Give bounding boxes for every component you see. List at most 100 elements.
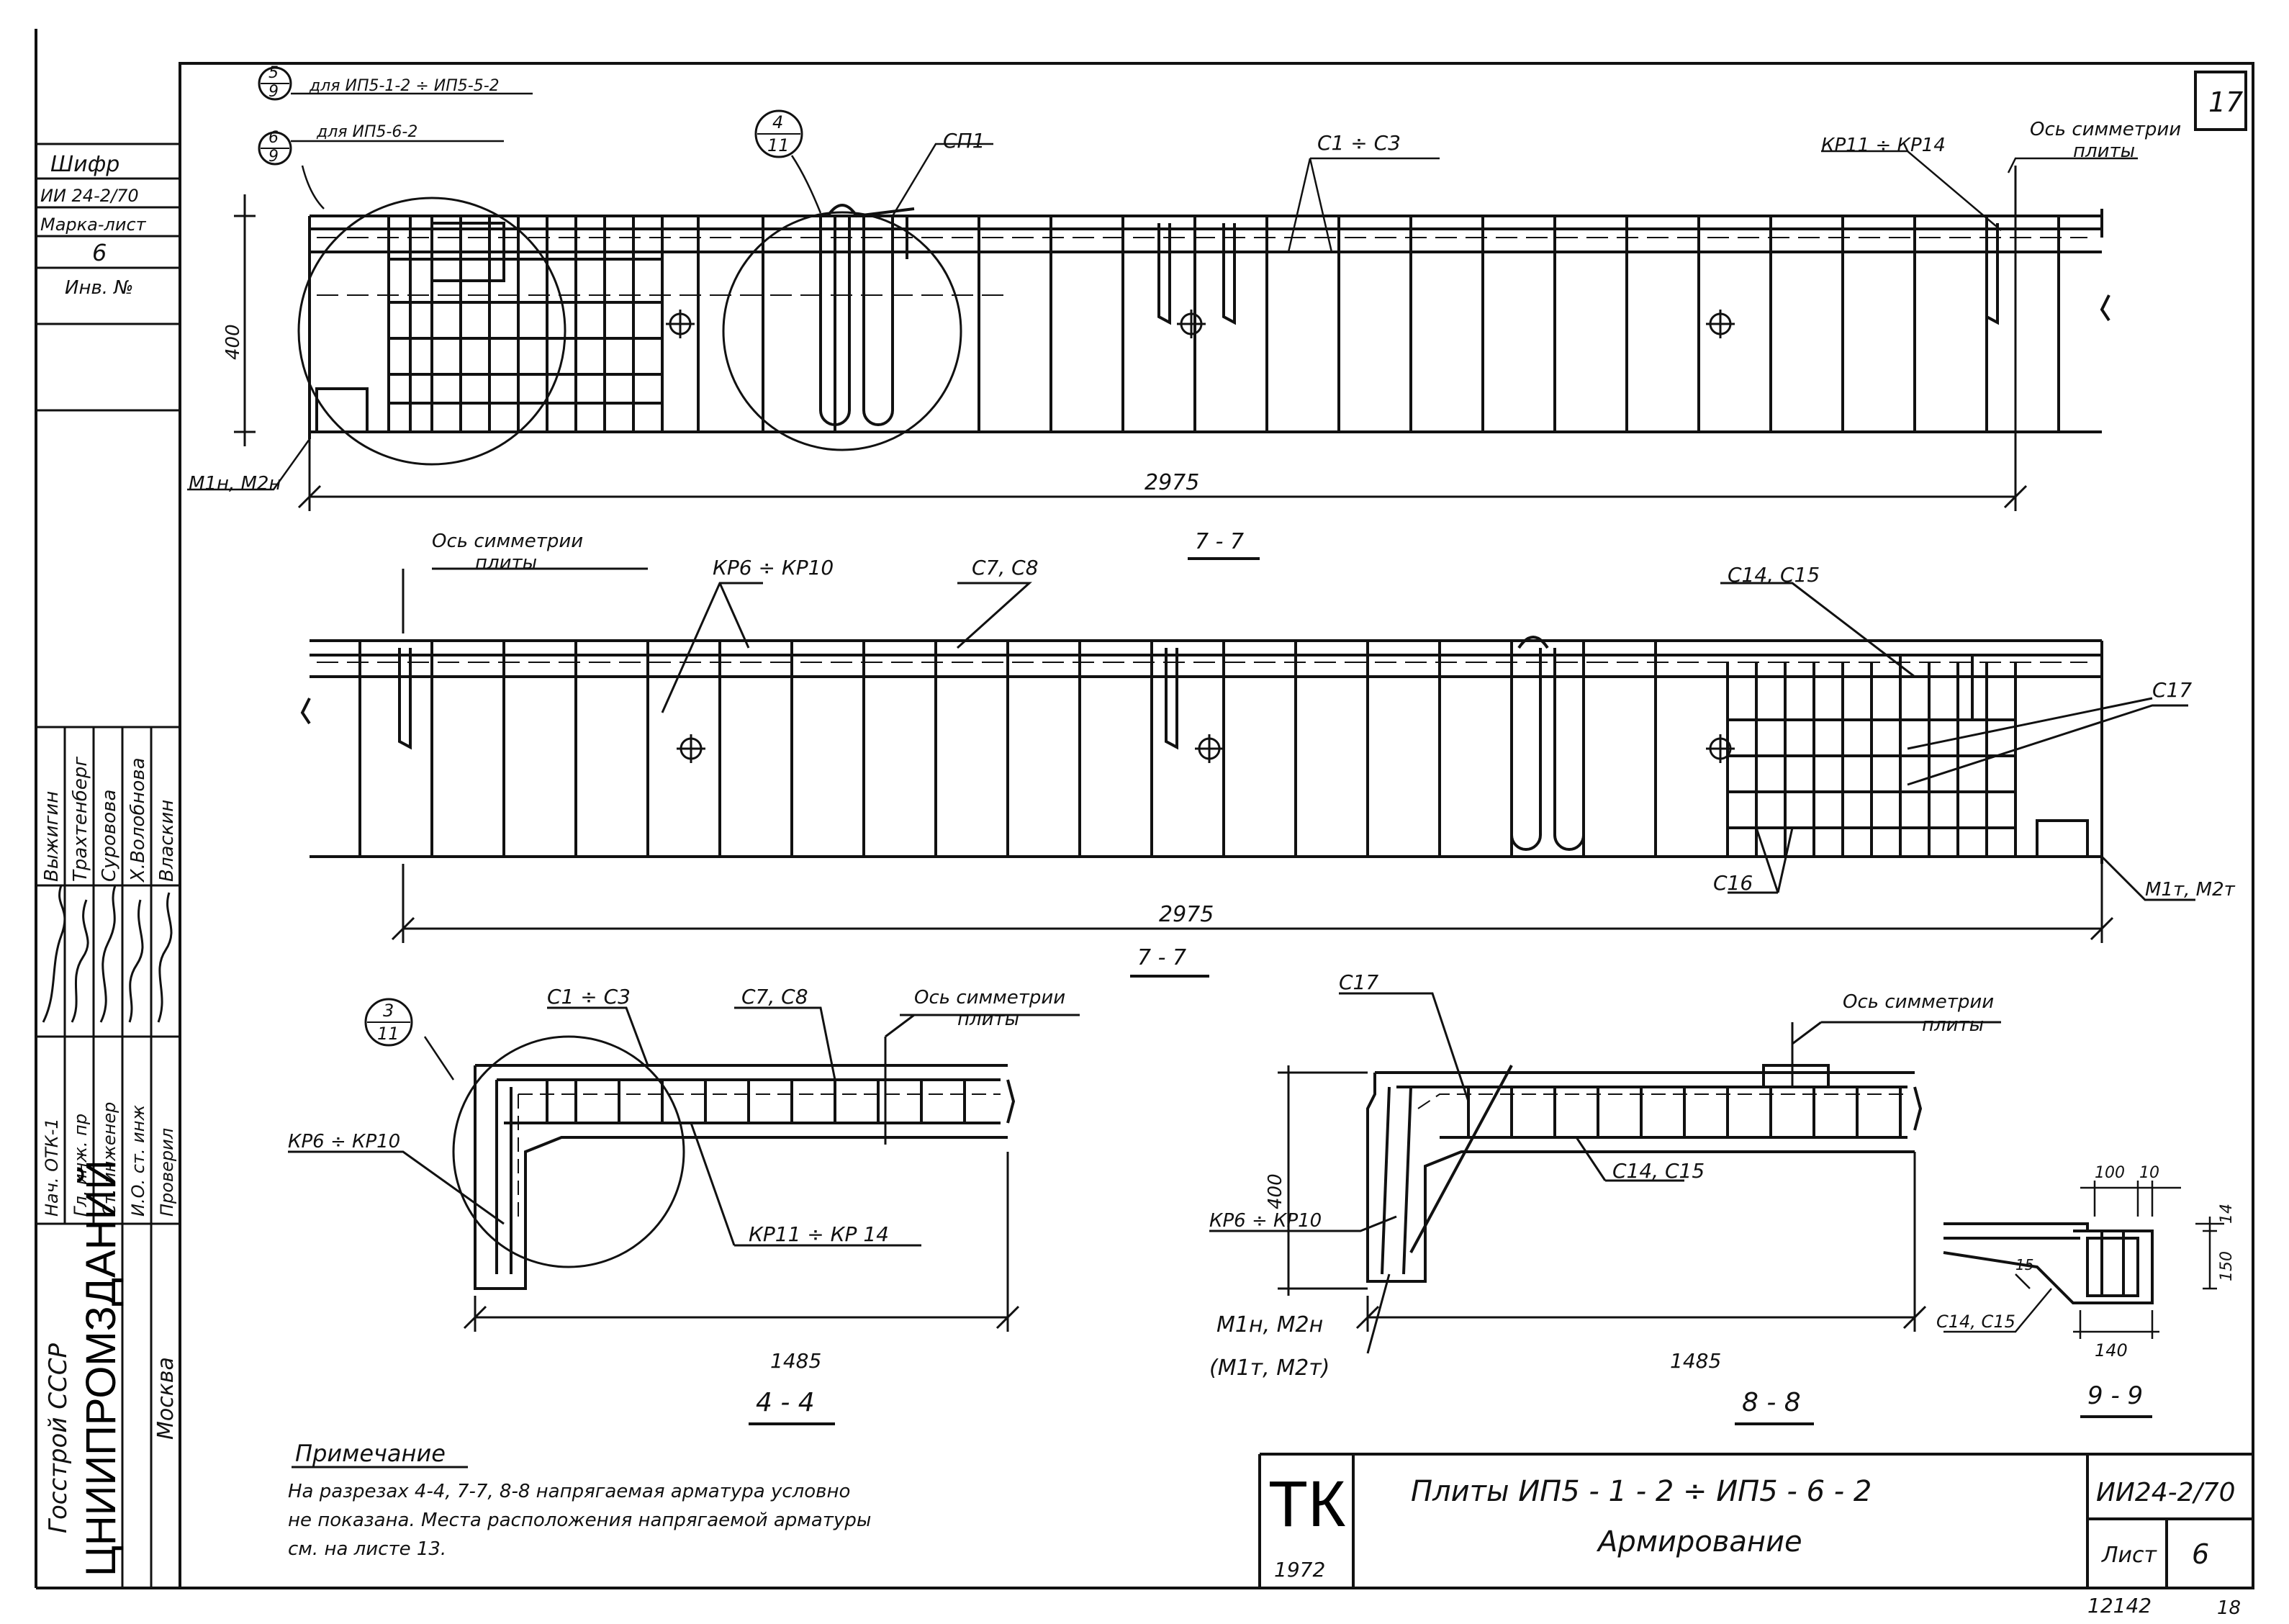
- s44-axis-label-1: Ось симметрии: [914, 987, 1065, 1009]
- s99-dim-14: 14: [2218, 1204, 2236, 1224]
- s88-kr6-label: КР6 ÷ КР10: [1209, 1210, 1322, 1232]
- footer-number: 12142: [2087, 1594, 2152, 1618]
- signature-names: Выжигин Трахтенберг Суровова Х.Волобнова…: [41, 757, 178, 883]
- callout-5-sheet: 9: [268, 83, 279, 101]
- s44-axis-label-2: плиты: [957, 1009, 1019, 1030]
- callout-5: 5 9 для ИП5-1-2 ÷ ИП5-5-2: [258, 64, 533, 101]
- marka-label: Марка-лист: [40, 215, 147, 235]
- top-c1c3-label: С1 ÷ С3: [1317, 131, 1401, 155]
- s99-dim-100: 100: [2095, 1164, 2125, 1182]
- title-block: [1258, 1453, 2253, 1588]
- top-view: 400 2975 М1н, М2н СП1 С1 ÷ С3 КР11 ÷ КР1…: [187, 119, 2181, 511]
- middle-view: 7 - 7: [300, 529, 2236, 978]
- s44-kr6-label: КР6 ÷ КР10: [288, 1131, 400, 1152]
- top-kr11-label: КР11 ÷ КР14: [1821, 135, 1946, 156]
- drawing-subtitle: Армирование: [1596, 1525, 1802, 1558]
- detail-circle-4: [722, 211, 962, 451]
- callout-5-text: для ИП5-1-2 ÷ ИП5-5-2: [309, 77, 500, 95]
- s88-title: 8 - 8: [1742, 1388, 1801, 1417]
- note-line-1: На разрезах 4-4, 7-7, 8-8 напрягаемая ар…: [288, 1481, 850, 1502]
- detail-circle-5: [297, 197, 566, 466]
- callout-5-num: 5: [268, 64, 279, 82]
- callout-6: 6 9 для ИП5-6-2: [258, 123, 504, 209]
- left-stamp: [36, 143, 180, 1588]
- s88-c14-label: С14, С15: [1612, 1159, 1705, 1183]
- top-height-dim: 400: [222, 324, 244, 360]
- org-name: ЦНИИПРОМЗДАНИЙ: [78, 1160, 125, 1576]
- s99-dim-150: 150: [2218, 1251, 2236, 1281]
- callout-4: 4 11: [754, 109, 822, 214]
- middle-holes: [677, 734, 1735, 763]
- org-city: Москва: [153, 1357, 179, 1440]
- name-1: Выжигин: [41, 791, 63, 882]
- note-heading: Примечание: [295, 1440, 446, 1467]
- name-3: Суровова: [99, 790, 120, 882]
- middle-stirrups: [358, 636, 2089, 858]
- section-4-4: 3 11 С1 ÷ С3 С7, С8 Ось симметрии плиты …: [288, 985, 1080, 1425]
- s44-c7c8-label: С7, С8: [741, 985, 808, 1009]
- middle-kr6-label: КР6 ÷ КР10: [713, 556, 834, 579]
- role-5: Проверил: [157, 1128, 177, 1217]
- callout-3-num: 3: [383, 1001, 394, 1021]
- shifr-value: ИИ 24-2/70: [40, 186, 139, 206]
- name-5: Власкин: [156, 800, 178, 882]
- name-2: Трахтенберг: [70, 757, 91, 882]
- s88-height-dim: 400: [1265, 1173, 1286, 1209]
- s99-c14-label: С14, С15: [1936, 1312, 2015, 1332]
- s88-axis-label-1: Ось симметрии: [1843, 991, 1994, 1013]
- handwritten-signatures: [42, 885, 173, 1023]
- note-line-3: см. на листе 13.: [288, 1538, 446, 1560]
- tk-year: 1972: [1274, 1558, 1325, 1582]
- s44-title: 4 - 4: [756, 1388, 815, 1417]
- role-2: Гл. инж. пр: [71, 1114, 91, 1217]
- sheet-label: Лист: [2101, 1543, 2158, 1568]
- top-sp1-label: СП1: [943, 129, 985, 153]
- gosstroy-text: Госстрой СССР: [44, 1343, 73, 1533]
- org-texts: Госстрой СССР ЦНИИПРОМЗДАНИЙ Москва: [44, 1160, 179, 1576]
- middle-title: 7 - 7: [1195, 529, 1244, 554]
- middle-c7c8-label: С7, С8: [972, 556, 1039, 579]
- s99-dim-140: 140: [2095, 1340, 2128, 1361]
- callout-6-num: 6: [268, 129, 279, 147]
- top-axis-label-1: Ось симметрии: [2030, 119, 2181, 140]
- note-line-2: не показана. Места расположения напрягае…: [288, 1510, 871, 1531]
- drawing-code: ИИ24-2/70: [2096, 1478, 2236, 1507]
- stamp-texts: Шифр ИИ 24-2/70 Марка-лист 6 Инв. №: [40, 152, 147, 299]
- callout-3: 3 11: [364, 998, 455, 1081]
- s99-dim-10: 10: [2139, 1164, 2159, 1182]
- role-3: Ст. инженер: [99, 1102, 119, 1217]
- callout-4-sheet: 11: [767, 135, 790, 155]
- top-stirrups: [315, 204, 2060, 433]
- callout-3-sheet: 11: [377, 1024, 399, 1044]
- top-holes: [666, 310, 1735, 338]
- s44-dim: 1485: [770, 1349, 821, 1373]
- name-4: Х.Волобнова: [127, 757, 149, 883]
- inv-label: Инв. №: [65, 277, 133, 299]
- s88-c17-label: С17: [1339, 970, 1378, 994]
- middle-axis-label-1: Ось симметрии: [432, 531, 583, 552]
- frame: [35, 29, 2254, 1589]
- middle-length-dim: 2975: [1159, 902, 1214, 927]
- middle-c16-label: С16: [1713, 871, 1753, 895]
- s88-m1t-label: (М1т, М2т): [1209, 1355, 1329, 1381]
- footer-mark: 18: [2217, 1597, 2241, 1619]
- callout-6-text: для ИП5-6-2: [316, 123, 417, 141]
- note-block: Примечание На разрезах 4-4, 7-7, 8-8 нап…: [288, 1440, 871, 1560]
- middle-below-title: 7 - 7: [1137, 945, 1186, 970]
- s99-dim-15: 15: [2015, 1256, 2033, 1273]
- middle-m1t-label: М1т, М2т: [2145, 879, 2236, 901]
- s88-dim: 1485: [1670, 1349, 1721, 1373]
- middle-c14-label: С14, С15: [1728, 563, 1820, 587]
- s88-m1-label: М1н, М2н: [1216, 1312, 1323, 1337]
- marka-value: 6: [92, 239, 107, 266]
- drawing-title: Плиты ИП5 - 1 - 2 ÷ ИП5 - 6 - 2: [1411, 1475, 1872, 1508]
- s88-axis-label-2: плиты: [1922, 1014, 1984, 1036]
- page-number-box: 17: [2194, 71, 2247, 131]
- page-number: 17: [2208, 86, 2243, 118]
- shifr-label: Шифр: [50, 152, 119, 177]
- role-1: Нач. ОТК-1: [42, 1118, 62, 1217]
- top-m1-label: М1н, М2н: [189, 473, 281, 495]
- s44-c1c3-label: С1 ÷ С3: [547, 985, 631, 1009]
- section-9-9: 100 10 14 150 140 15 С14, С15 9 - 9: [1936, 1164, 2236, 1418]
